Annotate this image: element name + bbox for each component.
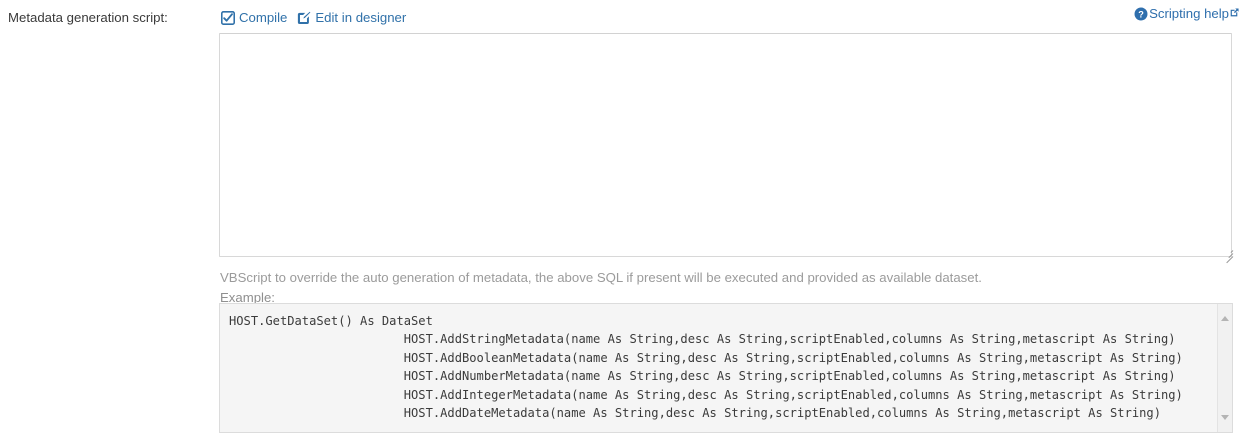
check-square-icon xyxy=(221,11,235,25)
triangle-down-icon[interactable] xyxy=(1218,410,1232,425)
compile-label: Compile xyxy=(239,10,288,25)
triangle-up-icon[interactable] xyxy=(1218,311,1232,326)
example-code-scrollbar[interactable] xyxy=(1217,304,1232,432)
example-code-block: HOST.GetDataSet() As DataSet HOST.AddStr… xyxy=(219,303,1233,433)
field-label: Metadata generation script: xyxy=(8,10,168,25)
example-label: Example: xyxy=(220,290,275,305)
svg-text:?: ? xyxy=(1138,9,1144,19)
compile-button[interactable]: Compile xyxy=(221,9,287,27)
pencil-square-icon xyxy=(297,11,311,25)
question-circle-icon: ? xyxy=(1134,7,1148,21)
example-code-scroll-area[interactable]: HOST.GetDataSet() As DataSet HOST.AddStr… xyxy=(220,304,1217,432)
scripting-help-link[interactable]: ? Scripting help xyxy=(1134,6,1239,22)
edit-in-designer-label: Edit in designer xyxy=(315,10,407,25)
metadata-script-input[interactable] xyxy=(219,33,1232,257)
script-help-text: VBScript to override the auto generation… xyxy=(220,270,982,285)
example-code-text: HOST.GetDataSet() As DataSet HOST.AddStr… xyxy=(229,314,1183,421)
external-link-icon xyxy=(1230,5,1239,17)
scripting-help-label: Scripting help xyxy=(1149,6,1229,21)
edit-in-designer-button[interactable]: Edit in designer xyxy=(297,9,406,27)
script-actions-toolbar: Compile Edit in designer xyxy=(221,9,406,27)
